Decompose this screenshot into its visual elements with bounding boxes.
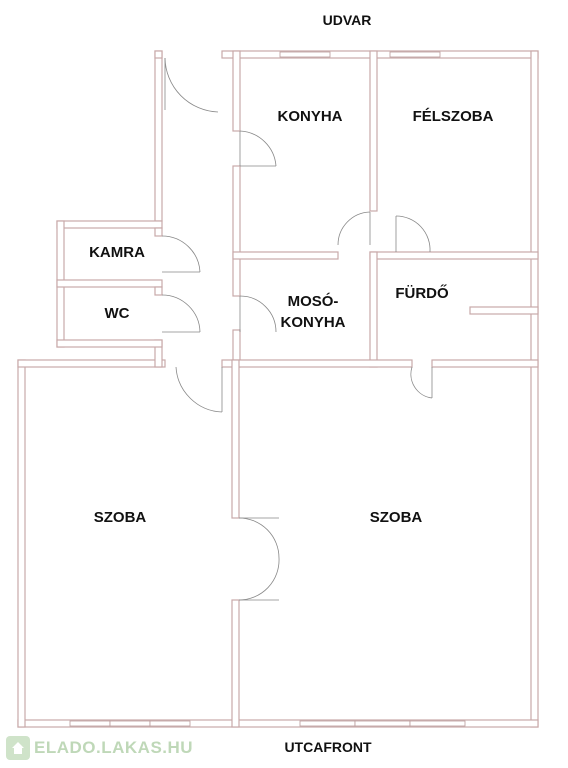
wall xyxy=(530,50,539,728)
window xyxy=(409,720,466,727)
wall xyxy=(221,50,539,59)
wall xyxy=(17,359,26,728)
wall xyxy=(431,359,539,368)
wall xyxy=(232,165,241,297)
door-swing xyxy=(238,517,280,559)
door-swing xyxy=(161,235,201,273)
label-furdo: FÜRDŐ xyxy=(395,284,449,302)
wall xyxy=(221,359,413,368)
watermark-text: ELADO.LAKAS.HU xyxy=(34,738,194,757)
door-swing xyxy=(238,557,280,601)
window xyxy=(389,51,441,58)
wall xyxy=(469,306,539,315)
window xyxy=(354,720,411,727)
door-swing xyxy=(161,294,201,333)
doors xyxy=(161,57,433,601)
window xyxy=(299,720,356,727)
label-kamra: KAMRA xyxy=(89,244,145,261)
door-swing xyxy=(337,211,371,246)
wall xyxy=(369,251,378,368)
window xyxy=(109,720,151,727)
door-swing xyxy=(239,130,277,167)
door-swing xyxy=(175,366,223,413)
label-szoba-left: SZOBA xyxy=(94,509,147,526)
label-mosokonyha-1: MOSÓ- xyxy=(288,292,339,310)
wall xyxy=(154,50,163,59)
labels: UDVAR KONYHA FÉLSZOBA KAMRA WC MOSÓ- KON… xyxy=(89,12,493,755)
label-konyha: KONYHA xyxy=(277,108,342,125)
label-udvar: UDVAR xyxy=(323,12,372,28)
door-swing xyxy=(239,295,277,333)
door-swing xyxy=(410,366,433,399)
wall xyxy=(56,279,163,288)
wall xyxy=(17,359,166,368)
house-icon xyxy=(6,736,30,760)
window xyxy=(279,51,331,58)
door-swing xyxy=(395,215,431,253)
label-felszoba: FÉLSZOBA xyxy=(413,108,494,125)
wall xyxy=(369,251,539,260)
label-wc: WC xyxy=(105,305,130,322)
watermark: ELADO.LAKAS.HU xyxy=(6,735,193,761)
wall xyxy=(231,359,240,519)
wall xyxy=(231,599,240,728)
wall xyxy=(154,227,163,237)
walls xyxy=(17,50,539,728)
window xyxy=(149,720,191,727)
windows xyxy=(69,51,466,727)
label-szoba-right: SZOBA xyxy=(370,509,423,526)
wall xyxy=(154,286,163,296)
label-mosokonyha-2: KONYHA xyxy=(280,314,345,331)
wall xyxy=(56,339,163,348)
window xyxy=(69,720,111,727)
wall xyxy=(232,50,241,132)
label-utcafront: UTCAFRONT xyxy=(284,739,372,755)
wall xyxy=(56,220,163,229)
wall xyxy=(154,50,163,222)
door-swing xyxy=(164,57,219,113)
wall xyxy=(232,251,339,260)
wall xyxy=(369,50,378,212)
